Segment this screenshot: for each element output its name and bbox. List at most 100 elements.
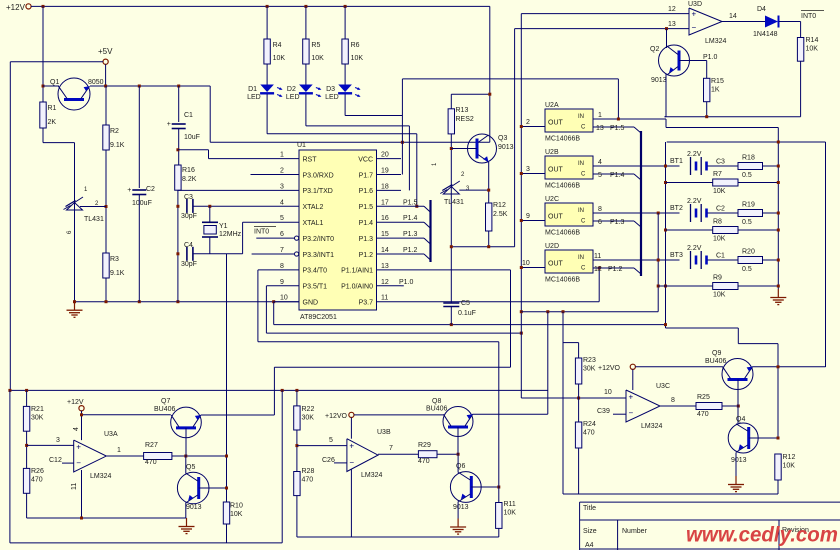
svg-text:470: 470 <box>583 430 595 437</box>
svg-text:10K: 10K <box>783 463 796 470</box>
svg-text:LED: LED <box>325 94 339 101</box>
svg-text:11: 11 <box>381 295 388 302</box>
svg-text:BT2: BT2 <box>670 205 683 212</box>
svg-text:A4: A4 <box>585 542 594 549</box>
svg-text:8050: 8050 <box>88 79 104 86</box>
svg-text:C39: C39 <box>597 408 610 415</box>
svg-text:C26: C26 <box>322 457 335 464</box>
svg-text:12MHz: 12MHz <box>219 231 242 238</box>
svg-text:470: 470 <box>31 477 43 484</box>
svg-text:100uF: 100uF <box>132 200 152 207</box>
svg-text:P1.0: P1.0 <box>399 279 414 286</box>
svg-text:MC14066B: MC14066B <box>545 277 580 284</box>
svg-text:−: − <box>629 409 634 418</box>
svg-text:P3.1/TXD: P3.1/TXD <box>303 188 333 195</box>
svg-text:C2: C2 <box>146 186 155 193</box>
svg-text:0.5: 0.5 <box>742 219 752 226</box>
svg-text:+: + <box>76 443 81 452</box>
svg-text:4: 4 <box>280 199 284 206</box>
svg-text:P1.2: P1.2 <box>359 252 374 259</box>
svg-text:AT89C2051: AT89C2051 <box>300 314 337 321</box>
svg-text:D3: D3 <box>326 86 335 93</box>
svg-text:9013: 9013 <box>186 504 202 511</box>
svg-text:P1.3: P1.3 <box>610 219 625 226</box>
svg-text:OUT: OUT <box>548 261 564 268</box>
svg-text:U2C: U2C <box>545 196 559 203</box>
svg-text:R18: R18 <box>742 155 755 162</box>
svg-text:C3: C3 <box>184 194 193 201</box>
svg-text:C3: C3 <box>716 159 725 166</box>
svg-text:0.1uF: 0.1uF <box>458 310 476 317</box>
svg-text:R7: R7 <box>713 171 722 178</box>
svg-text:Revision: Revision <box>782 527 809 534</box>
svg-text:U3C: U3C <box>656 383 670 390</box>
svg-text:P1.2: P1.2 <box>403 247 418 254</box>
svg-text:5: 5 <box>329 437 333 444</box>
svg-text:19: 19 <box>381 168 389 175</box>
svg-text:C2: C2 <box>716 206 725 213</box>
svg-text:INT0: INT0 <box>254 229 269 236</box>
svg-text:3: 3 <box>56 437 60 444</box>
svg-text:BU406: BU406 <box>705 358 727 365</box>
svg-text:P1.3: P1.3 <box>359 236 374 243</box>
svg-text:C: C <box>581 219 586 225</box>
svg-text:LED: LED <box>247 94 261 101</box>
svg-text:16: 16 <box>381 215 389 222</box>
svg-text:13: 13 <box>668 21 676 28</box>
svg-text:+: + <box>127 187 131 194</box>
svg-text:Q3: Q3 <box>498 135 507 142</box>
svg-text:C: C <box>581 172 586 178</box>
svg-text:15: 15 <box>381 231 389 238</box>
svg-text:4: 4 <box>73 427 80 431</box>
svg-text:P1.4: P1.4 <box>610 172 625 179</box>
svg-text:IN: IN <box>578 255 584 261</box>
svg-text:R14: R14 <box>806 37 819 44</box>
svg-text:OUT: OUT <box>548 120 564 127</box>
svg-text:20: 20 <box>381 152 389 159</box>
svg-text:R12: R12 <box>783 454 796 461</box>
svg-text:−: − <box>692 23 697 32</box>
svg-text:30pF: 30pF <box>181 213 197 220</box>
svg-text:470: 470 <box>302 477 314 484</box>
svg-text:BT1: BT1 <box>670 158 683 165</box>
svg-text:1: 1 <box>432 162 438 166</box>
svg-text:Number: Number <box>622 528 648 535</box>
svg-text:Q9: Q9 <box>712 350 721 357</box>
svg-text:8: 8 <box>280 263 284 270</box>
svg-text:12: 12 <box>668 6 676 13</box>
svg-text:Q2: Q2 <box>650 46 659 53</box>
svg-text:10K: 10K <box>230 511 243 518</box>
svg-text:P1.2: P1.2 <box>608 266 623 273</box>
svg-text:−: − <box>76 459 81 468</box>
svg-text:1N4148: 1N4148 <box>753 31 778 38</box>
svg-text:Q4: Q4 <box>736 416 745 423</box>
svg-text:P1.5: P1.5 <box>610 125 625 132</box>
svg-text:4: 4 <box>598 159 602 166</box>
svg-text:Q8: Q8 <box>432 398 441 405</box>
svg-text:13: 13 <box>381 263 389 270</box>
svg-text:D1: D1 <box>248 86 257 93</box>
svg-text:11: 11 <box>594 253 601 260</box>
svg-text:R12: R12 <box>493 202 506 209</box>
svg-text:P1.3: P1.3 <box>403 231 418 238</box>
svg-text:10K: 10K <box>504 510 517 517</box>
svg-text:3: 3 <box>280 183 284 190</box>
svg-text:TL431: TL431 <box>444 199 464 206</box>
svg-text:R10: R10 <box>230 503 243 510</box>
svg-text:P1.4: P1.4 <box>403 215 418 222</box>
svg-text:XTAL1: XTAL1 <box>303 220 324 227</box>
svg-text:+12VO: +12VO <box>598 365 621 372</box>
svg-text:R5: R5 <box>311 42 320 49</box>
svg-text:5: 5 <box>280 215 284 222</box>
svg-text:0.5: 0.5 <box>742 172 752 179</box>
svg-text:10K: 10K <box>713 188 726 195</box>
svg-text:7: 7 <box>280 247 284 254</box>
svg-text:C1: C1 <box>716 253 725 260</box>
svg-text:2: 2 <box>95 201 99 207</box>
svg-text:R2: R2 <box>110 128 119 135</box>
svg-text:30pF: 30pF <box>181 261 197 268</box>
svg-text:R24: R24 <box>583 421 596 428</box>
svg-text:2: 2 <box>280 168 284 175</box>
svg-text:RST: RST <box>303 156 318 163</box>
svg-text:6: 6 <box>598 219 602 226</box>
